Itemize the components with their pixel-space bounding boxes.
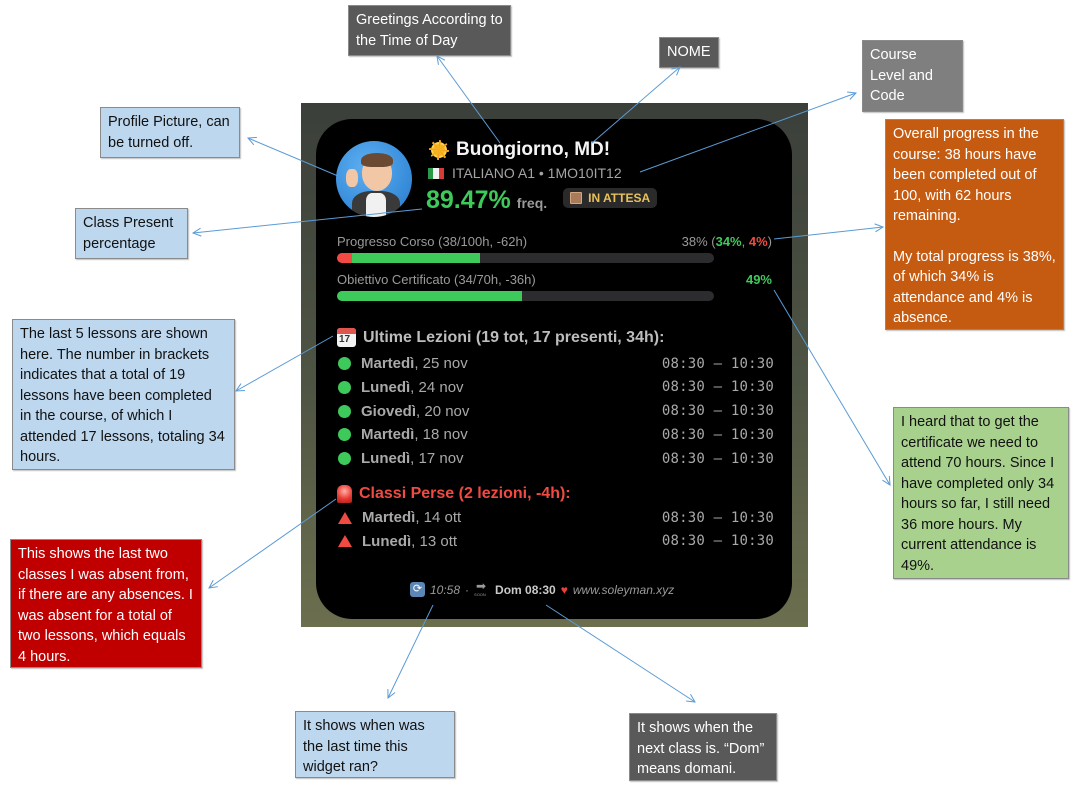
siren-icon xyxy=(337,485,352,503)
lesson-time: 08:30 – 10:30 xyxy=(661,426,774,443)
lesson-date: , 24 nov xyxy=(410,378,464,396)
attendance-percent: 89.47% xyxy=(426,186,511,214)
italy-flag-icon xyxy=(428,167,444,179)
refresh-icon[interactable]: ⟳ xyxy=(410,582,425,597)
annotation-absences: This shows the last two classes I was ab… xyxy=(10,539,202,668)
course-progress-present-segment xyxy=(352,253,481,263)
lesson-date: , 14 ott xyxy=(415,509,462,526)
annotation-profile-picture: Profile Picture, can be turned off. xyxy=(100,107,240,158)
certificate-progress-label: Obiettivo Certificato (34/70h, -36h) xyxy=(337,272,536,287)
course-progress-present: 34% xyxy=(715,234,742,249)
lesson-time: 08:30 – 10:30 xyxy=(661,379,774,396)
lesson-date: , 17 nov xyxy=(410,450,464,468)
present-dot-icon xyxy=(338,380,351,394)
annotation-course-code: Course Level and Code xyxy=(862,40,963,112)
annotation-last-lessons: The last 5 lessons are shown here. The n… xyxy=(12,319,235,470)
present-dot-icon xyxy=(338,428,351,442)
website-link[interactable]: www.soleyman.xyz xyxy=(572,582,675,597)
avatar-hair xyxy=(361,153,393,167)
absent-triangle-icon xyxy=(338,535,352,548)
profile-avatar xyxy=(336,141,412,217)
lesson-day: Lunedì xyxy=(361,450,411,468)
annotation-overall-progress: Overall progress in the course: 38 hours… xyxy=(885,119,1064,330)
lesson-day: Martedì xyxy=(362,509,416,526)
missed-classes-title: Classi Perse (2 lezioni, -4h): xyxy=(359,485,571,502)
course-progress-total: 38% ( xyxy=(681,234,716,249)
certificate-progress-segment xyxy=(337,291,522,301)
course-progress-close: ) xyxy=(767,234,772,249)
lesson-day: Giovedì xyxy=(361,402,417,420)
lesson-time: 08:30 – 10:30 xyxy=(661,509,774,526)
lesson-time: 08:30 – 10:30 xyxy=(661,450,774,467)
annotation-certificate: I heard that to get the certificate we n… xyxy=(893,407,1069,579)
missed-row: Martedì, 14 ott 08:30 – 10:30 xyxy=(338,509,774,526)
scroll-icon xyxy=(570,192,583,204)
lesson-row: Lunedì, 17 nov 08:30 – 10:30 xyxy=(338,450,774,467)
present-dot-icon xyxy=(338,357,351,370)
lesson-row: Martedì, 18 nov 08:30 – 10:30 xyxy=(338,426,774,443)
lesson-day: Lunedì xyxy=(361,378,411,396)
heart-icon: ♥ xyxy=(560,582,568,597)
attendance-label: freq. xyxy=(516,195,548,211)
certificate-progress-value: 49% xyxy=(745,272,772,287)
status-badge: IN ATTESA xyxy=(563,188,658,208)
sun-icon xyxy=(428,139,450,161)
greeting: Buongiorno, MD! xyxy=(428,139,610,161)
lesson-time: 08:30 – 10:30 xyxy=(661,355,774,372)
lesson-date: , 13 ott xyxy=(411,532,458,550)
widget-footer: ⟳ 10:58 · Dom 08:30 ♥ www.soleyman.xyz xyxy=(410,579,675,597)
recent-lessons-title: Ultime Lezioni (19 tot, 17 presenti, 34h… xyxy=(363,328,665,346)
missed-row: Lunedì, 13 ott 08:30 – 10:30 xyxy=(338,533,774,550)
present-dot-icon xyxy=(338,404,351,418)
course-code: ITALIANO A1 • 1MO10IT12 xyxy=(452,165,622,181)
avatar-hand xyxy=(346,169,358,187)
course-progress-label: Progresso Corso (38/100h, -62h) xyxy=(337,234,528,249)
lesson-day: Martedì xyxy=(361,426,415,444)
status-badge-text: IN ATTESA xyxy=(588,191,651,205)
annotation-name: NOME xyxy=(659,37,719,68)
lesson-row: Giovedì, 20 nov 08:30 – 10:30 xyxy=(338,403,774,420)
course-progress-sep: , xyxy=(741,234,749,249)
attendance-row: 89.47% freq. IN ATTESA xyxy=(426,186,658,215)
recent-lessons-header: 17 Ultime Lezioni (19 tot, 17 presenti, … xyxy=(337,328,664,347)
absent-triangle-icon xyxy=(338,511,352,524)
course-progress-absent: 4% xyxy=(748,234,768,249)
certificate-progress-percent: 49% xyxy=(746,272,772,287)
lesson-day: Martedì xyxy=(361,355,415,372)
lesson-row: Lunedì, 24 nov 08:30 – 10:30 xyxy=(338,379,774,396)
missed-classes-header: Classi Perse (2 lezioni, -4h): xyxy=(337,485,571,503)
calendar-icon: 17 xyxy=(337,328,356,347)
avatar-shirt xyxy=(366,193,386,217)
annotation-last-run: It shows when was the last time this wid… xyxy=(295,711,455,778)
footer-separator: · xyxy=(465,582,470,597)
lesson-row: Martedì, 25 nov 08:30 – 10:30 xyxy=(338,355,774,372)
annotation-next-class: It shows when the next class is. “Dom” m… xyxy=(629,713,777,781)
course-progress-bar xyxy=(337,253,714,263)
lesson-date: , 20 nov xyxy=(416,402,470,420)
annotation-class-present: Class Present percentage xyxy=(75,208,188,259)
lesson-day: Lunedì xyxy=(362,532,412,550)
course-info: ITALIANO A1 • 1MO10IT12 xyxy=(428,165,622,181)
lesson-date: , 25 nov xyxy=(414,355,468,372)
annotation-overall-progress-p1: Overall progress in the course: 38 hours… xyxy=(893,126,1039,224)
course-progress-percent: 38% (34%, 4%) xyxy=(682,234,772,249)
present-dot-icon xyxy=(338,452,351,466)
lesson-time: 08:30 – 10:30 xyxy=(661,403,774,420)
certificate-progress-bar xyxy=(337,291,714,301)
lesson-date: , 18 nov xyxy=(414,426,468,444)
course-progress-absent-segment xyxy=(337,253,353,263)
last-run-time: 10:58 xyxy=(430,582,461,597)
next-class-time: Dom 08:30 xyxy=(495,582,556,597)
annotation-greeting: Greetings According to the Time of Day xyxy=(348,5,511,56)
soon-arrow-icon xyxy=(474,579,490,597)
greeting-text: Buongiorno, MD! xyxy=(456,139,611,160)
annotation-overall-progress-p2: My total progress is 38%, of which 34% i… xyxy=(893,248,1056,327)
lesson-time: 08:30 – 10:30 xyxy=(661,533,774,550)
